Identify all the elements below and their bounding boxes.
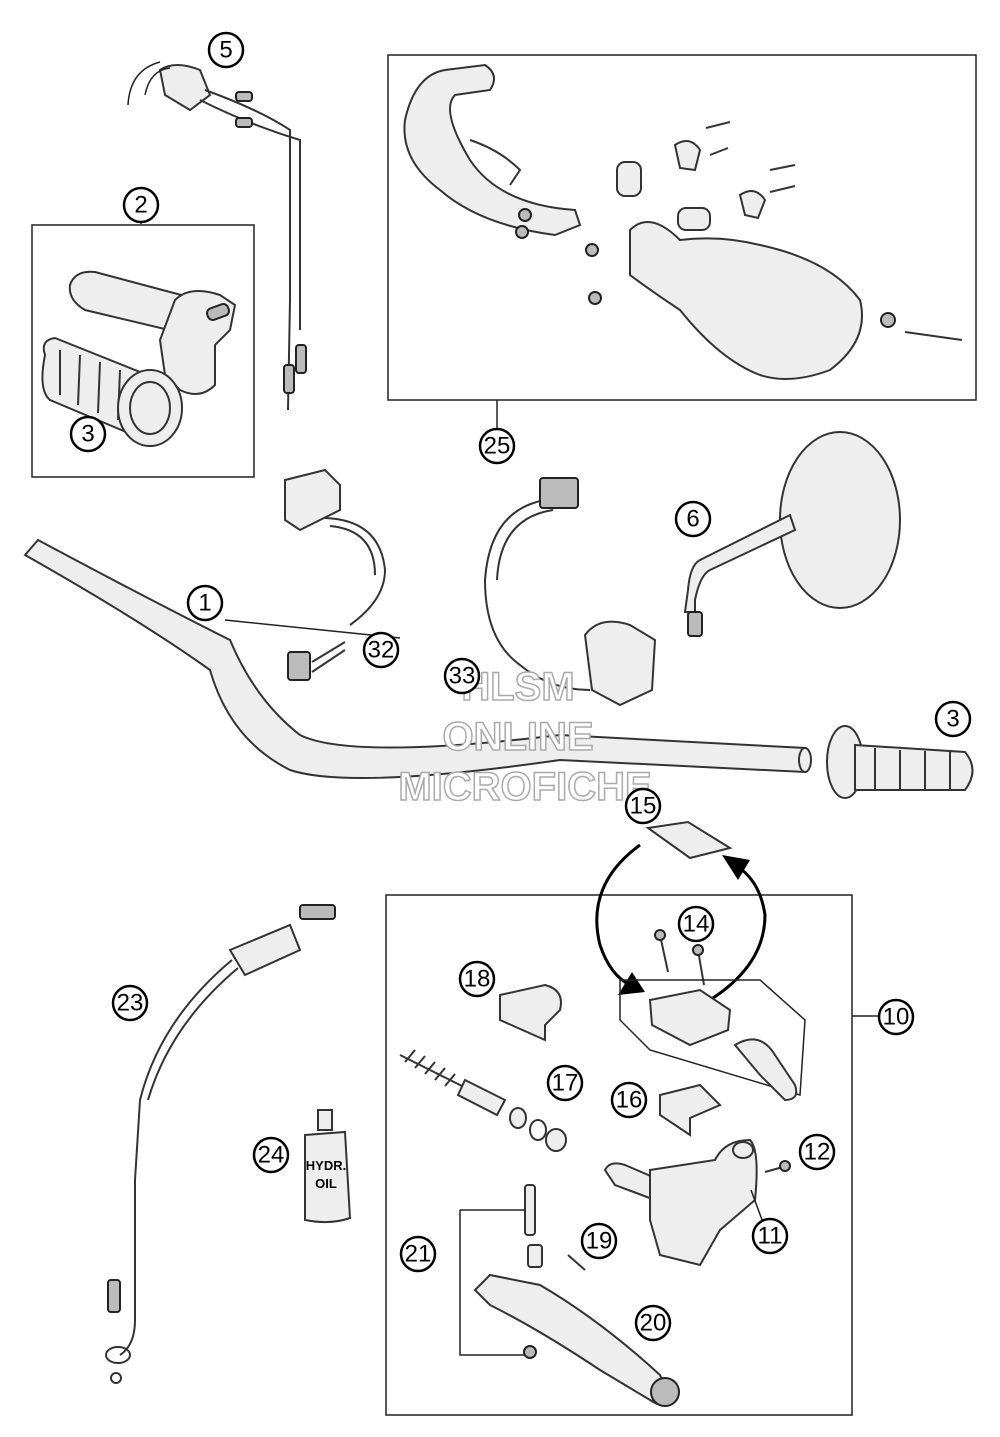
callout-23: 23 xyxy=(111,984,149,1022)
callout-18: 18 xyxy=(458,960,496,998)
handguard-left xyxy=(403,63,582,237)
callout-20-label: 20 xyxy=(640,1310,667,1337)
switch-33 xyxy=(483,477,657,707)
callout-24-label: 24 xyxy=(258,1142,285,1169)
bolt-12 xyxy=(764,1160,791,1173)
callout-21: 21 xyxy=(399,1235,437,1273)
callout-10: 10 xyxy=(877,998,915,1036)
callout-3-right-label: 3 xyxy=(946,706,959,733)
brake-line xyxy=(105,904,336,1384)
handguard-right xyxy=(629,221,863,380)
oil-bottle-line2: OIL xyxy=(315,1176,337,1191)
callout-32: 32 xyxy=(362,631,400,669)
callout-24: 24 xyxy=(252,1136,290,1174)
callout-6: 6 xyxy=(674,500,712,538)
throttle-cables xyxy=(127,61,307,411)
callout-17-label: 17 xyxy=(552,1070,579,1097)
master-cylinder-inset xyxy=(619,979,806,1102)
callout-17: 17 xyxy=(546,1064,584,1102)
grip-right xyxy=(826,725,974,799)
throttle-group-box xyxy=(31,224,255,478)
callout-19-label: 19 xyxy=(586,1228,613,1255)
callout-2: 2 xyxy=(122,186,160,224)
callout-2-label: 2 xyxy=(134,192,147,219)
brake-lever xyxy=(473,1273,680,1407)
callout-21-label: 21 xyxy=(405,1241,432,1268)
callout-16-label: 16 xyxy=(616,1087,643,1114)
watermark-line2: ONLINE xyxy=(442,715,593,759)
callout-19: 19 xyxy=(580,1222,618,1260)
callout-1-label: 1 xyxy=(198,590,211,617)
callout-33: 33 xyxy=(443,657,481,695)
callout-14-label: 14 xyxy=(683,911,710,938)
callout-11: 11 xyxy=(751,1217,789,1255)
callout-33-label: 33 xyxy=(449,663,476,690)
mirror xyxy=(683,431,901,637)
master-cylinder xyxy=(603,1138,758,1267)
callout-5-label: 5 xyxy=(219,37,232,64)
handguard-clamps xyxy=(616,140,767,231)
screws-14 xyxy=(654,929,705,986)
oil-bottle-line1: HYDR. xyxy=(306,1158,346,1173)
callout-20: 20 xyxy=(634,1304,672,1342)
callout-15: 15 xyxy=(624,787,662,825)
callout-3-left-label: 3 xyxy=(81,421,94,448)
callout-3-left: 3 xyxy=(69,415,107,453)
callout-3-right: 3 xyxy=(934,700,972,738)
spring-19 xyxy=(567,1254,586,1271)
callout-23-label: 23 xyxy=(117,990,144,1017)
handguard-bolts xyxy=(515,121,963,341)
part-16 xyxy=(659,1083,722,1137)
grip-left xyxy=(41,336,183,447)
callout-15-label: 15 xyxy=(630,793,657,820)
callout-12-label: 12 xyxy=(804,1139,831,1166)
callout-5: 5 xyxy=(207,31,245,69)
oil-bottle: HYDR. OIL xyxy=(304,1109,352,1224)
bracket-18 xyxy=(499,983,562,1042)
brake-assembly-box xyxy=(385,894,853,1416)
reservoir-cover xyxy=(645,820,733,860)
piston-kit xyxy=(399,1049,567,1152)
callout-32-label: 32 xyxy=(368,637,395,664)
watermark: HLSM ONLINE MICROFICHE xyxy=(398,664,653,810)
callout-25-label: 25 xyxy=(484,433,511,460)
watermark-line3: MICROFICHE xyxy=(398,765,651,809)
callout-25: 25 xyxy=(478,427,516,465)
callout-14: 14 xyxy=(677,905,715,943)
callout-1: 1 xyxy=(186,584,224,622)
callout-12: 12 xyxy=(798,1133,836,1171)
lever-pin xyxy=(459,1184,543,1359)
callout-18-label: 18 xyxy=(464,966,491,993)
rotation-arrows xyxy=(595,843,767,1002)
callout-11-label: 11 xyxy=(758,1223,783,1250)
callout-16: 16 xyxy=(610,1081,648,1119)
callout-6-label: 6 xyxy=(686,506,699,533)
handlebar xyxy=(23,538,812,779)
switch-32 xyxy=(284,468,387,681)
handguard-group-box xyxy=(387,54,977,401)
callout-10-label: 10 xyxy=(883,1004,910,1031)
throttle-housing xyxy=(68,270,237,395)
